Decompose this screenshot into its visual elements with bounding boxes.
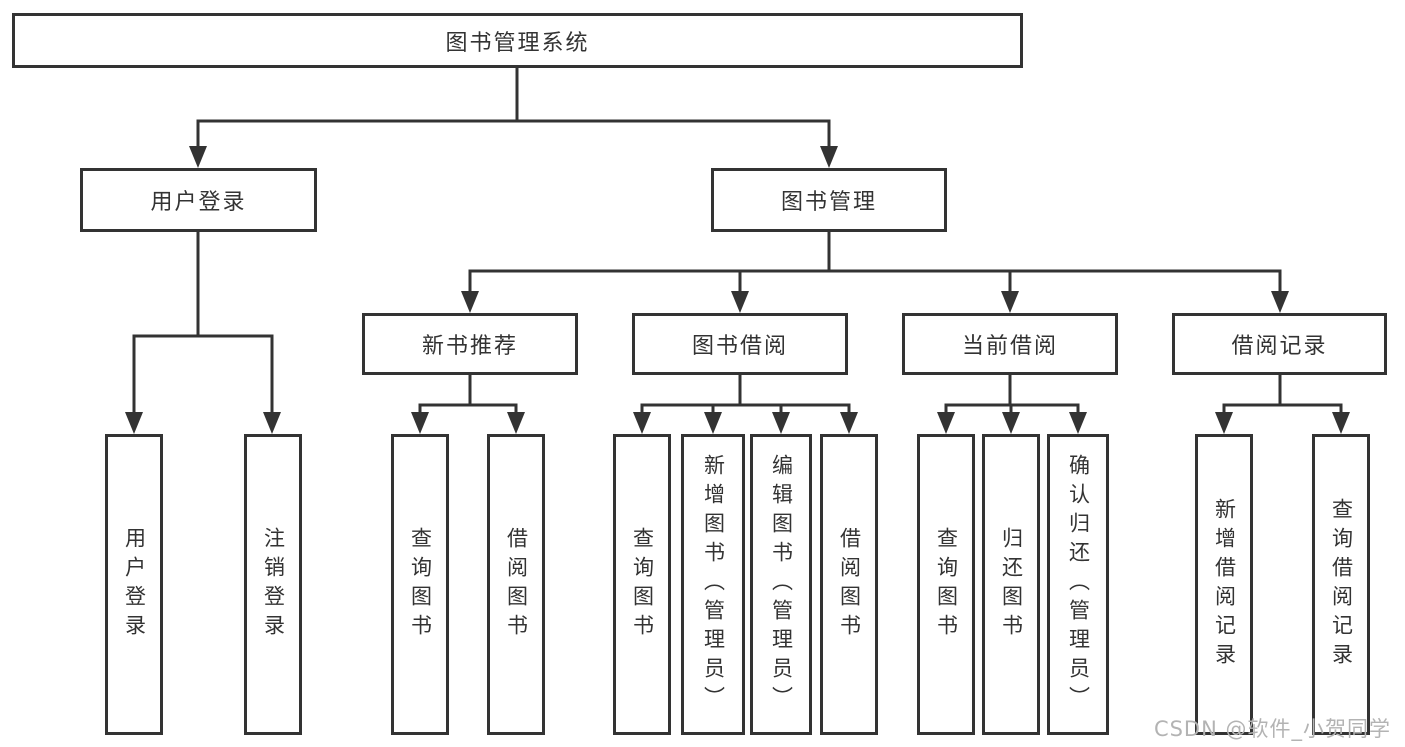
leaf-borrowing-query-books: 查询图书 (613, 434, 671, 735)
leaf-logout: 注销登录 (244, 434, 302, 735)
leaf-user-login: 用户登录 (105, 434, 163, 735)
leaf-records-add-borrow-record: 新增借阅记录 (1195, 434, 1253, 735)
leaf-recommend-query-books: 查询图书 (391, 434, 449, 735)
node-current-borrowing: 当前借阅 (902, 313, 1118, 375)
arrowheads (125, 146, 1350, 434)
connector-root-to-level2 (196, 68, 831, 150)
connector-newbook-to-leaves (418, 375, 518, 418)
leaf-records-query-borrow-record: 查询借阅记录 (1312, 434, 1370, 735)
node-user-login: 用户登录 (80, 168, 317, 232)
leaf-borrowing-edit-books-admin: 编辑图书（管理员） (750, 434, 812, 735)
node-new-book-recommendation: 新书推荐 (362, 313, 578, 375)
leaf-borrowing-borrow-books: 借阅图书 (820, 434, 878, 735)
leaf-recommend-borrow-books: 借阅图书 (487, 434, 545, 735)
csdn-watermark: CSDN @软件_小贺同学 (1153, 717, 1391, 741)
node-borrowing-records: 借阅记录 (1172, 313, 1387, 375)
connector-userlogin-to-leaves (132, 232, 274, 418)
node-library-management-system: 图书管理系统 (12, 13, 1023, 68)
connector-borrowrecords-to-leaves (1222, 375, 1343, 418)
connector-bookmgmt-to-level3 (468, 232, 1282, 295)
node-book-borrowing: 图书借阅 (632, 313, 848, 375)
leaf-current-confirm-return-admin: 确认归还（管理员） (1047, 434, 1109, 735)
node-book-management: 图书管理 (711, 168, 947, 232)
connector-bookborrow-to-leaves (640, 375, 851, 418)
connector-currentborrow-to-leaves (944, 375, 1080, 418)
leaf-current-query-books: 查询图书 (917, 434, 975, 735)
leaf-current-return-books: 归还图书 (982, 434, 1040, 735)
leaf-borrowing-add-books-admin: 新增图书（管理员） (681, 434, 745, 735)
